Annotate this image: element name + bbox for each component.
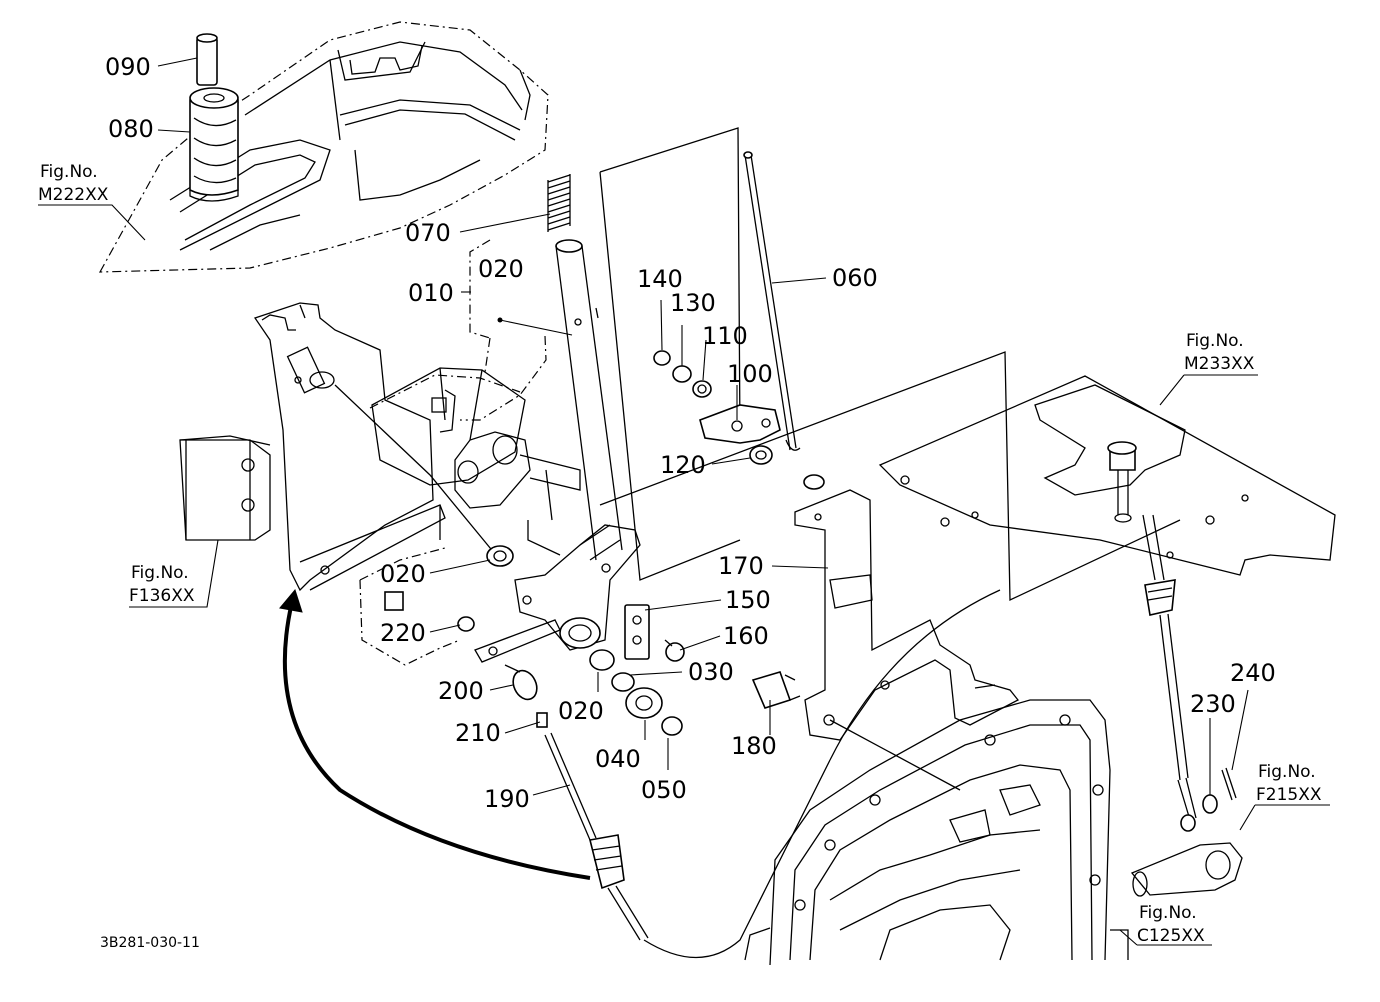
lever-arm-drawing	[384, 524, 685, 736]
part-label-010: 010	[408, 279, 454, 307]
part-label-160: 160	[723, 622, 769, 650]
part-label-070: 070	[405, 219, 451, 247]
right-cable-drawing	[1130, 514, 1243, 897]
part-label-090: 090	[105, 53, 151, 81]
left-frame-drawing	[179, 302, 501, 592]
figure-references: Fig.No. M222XX Fig.No. F136XX Fig.No. M2…	[38, 162, 1322, 946]
left-cable-190-drawing	[279, 588, 1001, 959]
part-label-040: 040	[595, 745, 641, 773]
part-label-150: 150	[725, 586, 771, 614]
part-label-020-mid: 020	[380, 560, 426, 588]
leader-lines	[157, 57, 1249, 796]
part-label-080: 080	[108, 115, 154, 143]
lever-bracket-010-drawing	[359, 239, 581, 666]
part-label-190: 190	[484, 785, 530, 813]
part-label-060: 060	[832, 264, 878, 292]
part-label-140: 140	[637, 265, 683, 293]
part-label-240: 240	[1230, 659, 1276, 687]
right-plate-drawing	[599, 351, 1336, 602]
fig-ref-f215-line2: F215XX	[1256, 785, 1322, 805]
fig-ref-m222-line2: M222XX	[38, 185, 109, 205]
part-labels: 090 080 070 010 020 060 140 130 110 100 …	[105, 53, 1276, 813]
spring-070-drawing	[547, 174, 571, 232]
part-label-020-top: 020	[478, 255, 524, 283]
knob-080-drawing	[189, 33, 239, 202]
part-label-180: 180	[731, 732, 777, 760]
link-plate-100-drawing	[653, 350, 781, 465]
drawing-code: 3B281-030-11	[100, 935, 200, 951]
fig-ref-c125-line2: C125XX	[1137, 926, 1205, 946]
fig-ref-m222-line1: Fig.No.	[40, 162, 98, 182]
part-label-110: 110	[702, 322, 748, 350]
fig-ref-m233-line2: M233XX	[1184, 354, 1255, 374]
part-label-020-low: 020	[558, 697, 604, 725]
part-label-230: 230	[1190, 690, 1236, 718]
figure-ref-brackets	[38, 204, 1330, 946]
shift-lever-rod-drawing	[555, 239, 623, 561]
transmission-case-drawing	[744, 699, 1129, 966]
part-label-030: 030	[688, 658, 734, 686]
rod-060-frame-drawing	[599, 127, 801, 581]
part-label-100: 100	[727, 360, 773, 388]
part-label-130: 130	[670, 289, 716, 317]
fig-ref-f136-line2: F136XX	[129, 586, 195, 606]
part-label-200: 200	[438, 677, 484, 705]
fig-ref-m233-line1: Fig.No.	[1186, 331, 1244, 351]
part-label-210: 210	[455, 719, 501, 747]
part-label-220: 220	[380, 619, 426, 647]
part-label-050: 050	[641, 776, 687, 804]
bracket-170-drawing	[751, 474, 1020, 741]
fig-ref-f215-line1: Fig.No.	[1258, 762, 1316, 782]
fig-ref-c125-line1: Fig.No.	[1139, 903, 1197, 923]
console-housing-drawing	[98, 21, 549, 273]
part-label-120: 120	[660, 451, 706, 479]
part-label-170: 170	[718, 552, 764, 580]
fig-ref-f136-line1: Fig.No.	[131, 563, 189, 583]
